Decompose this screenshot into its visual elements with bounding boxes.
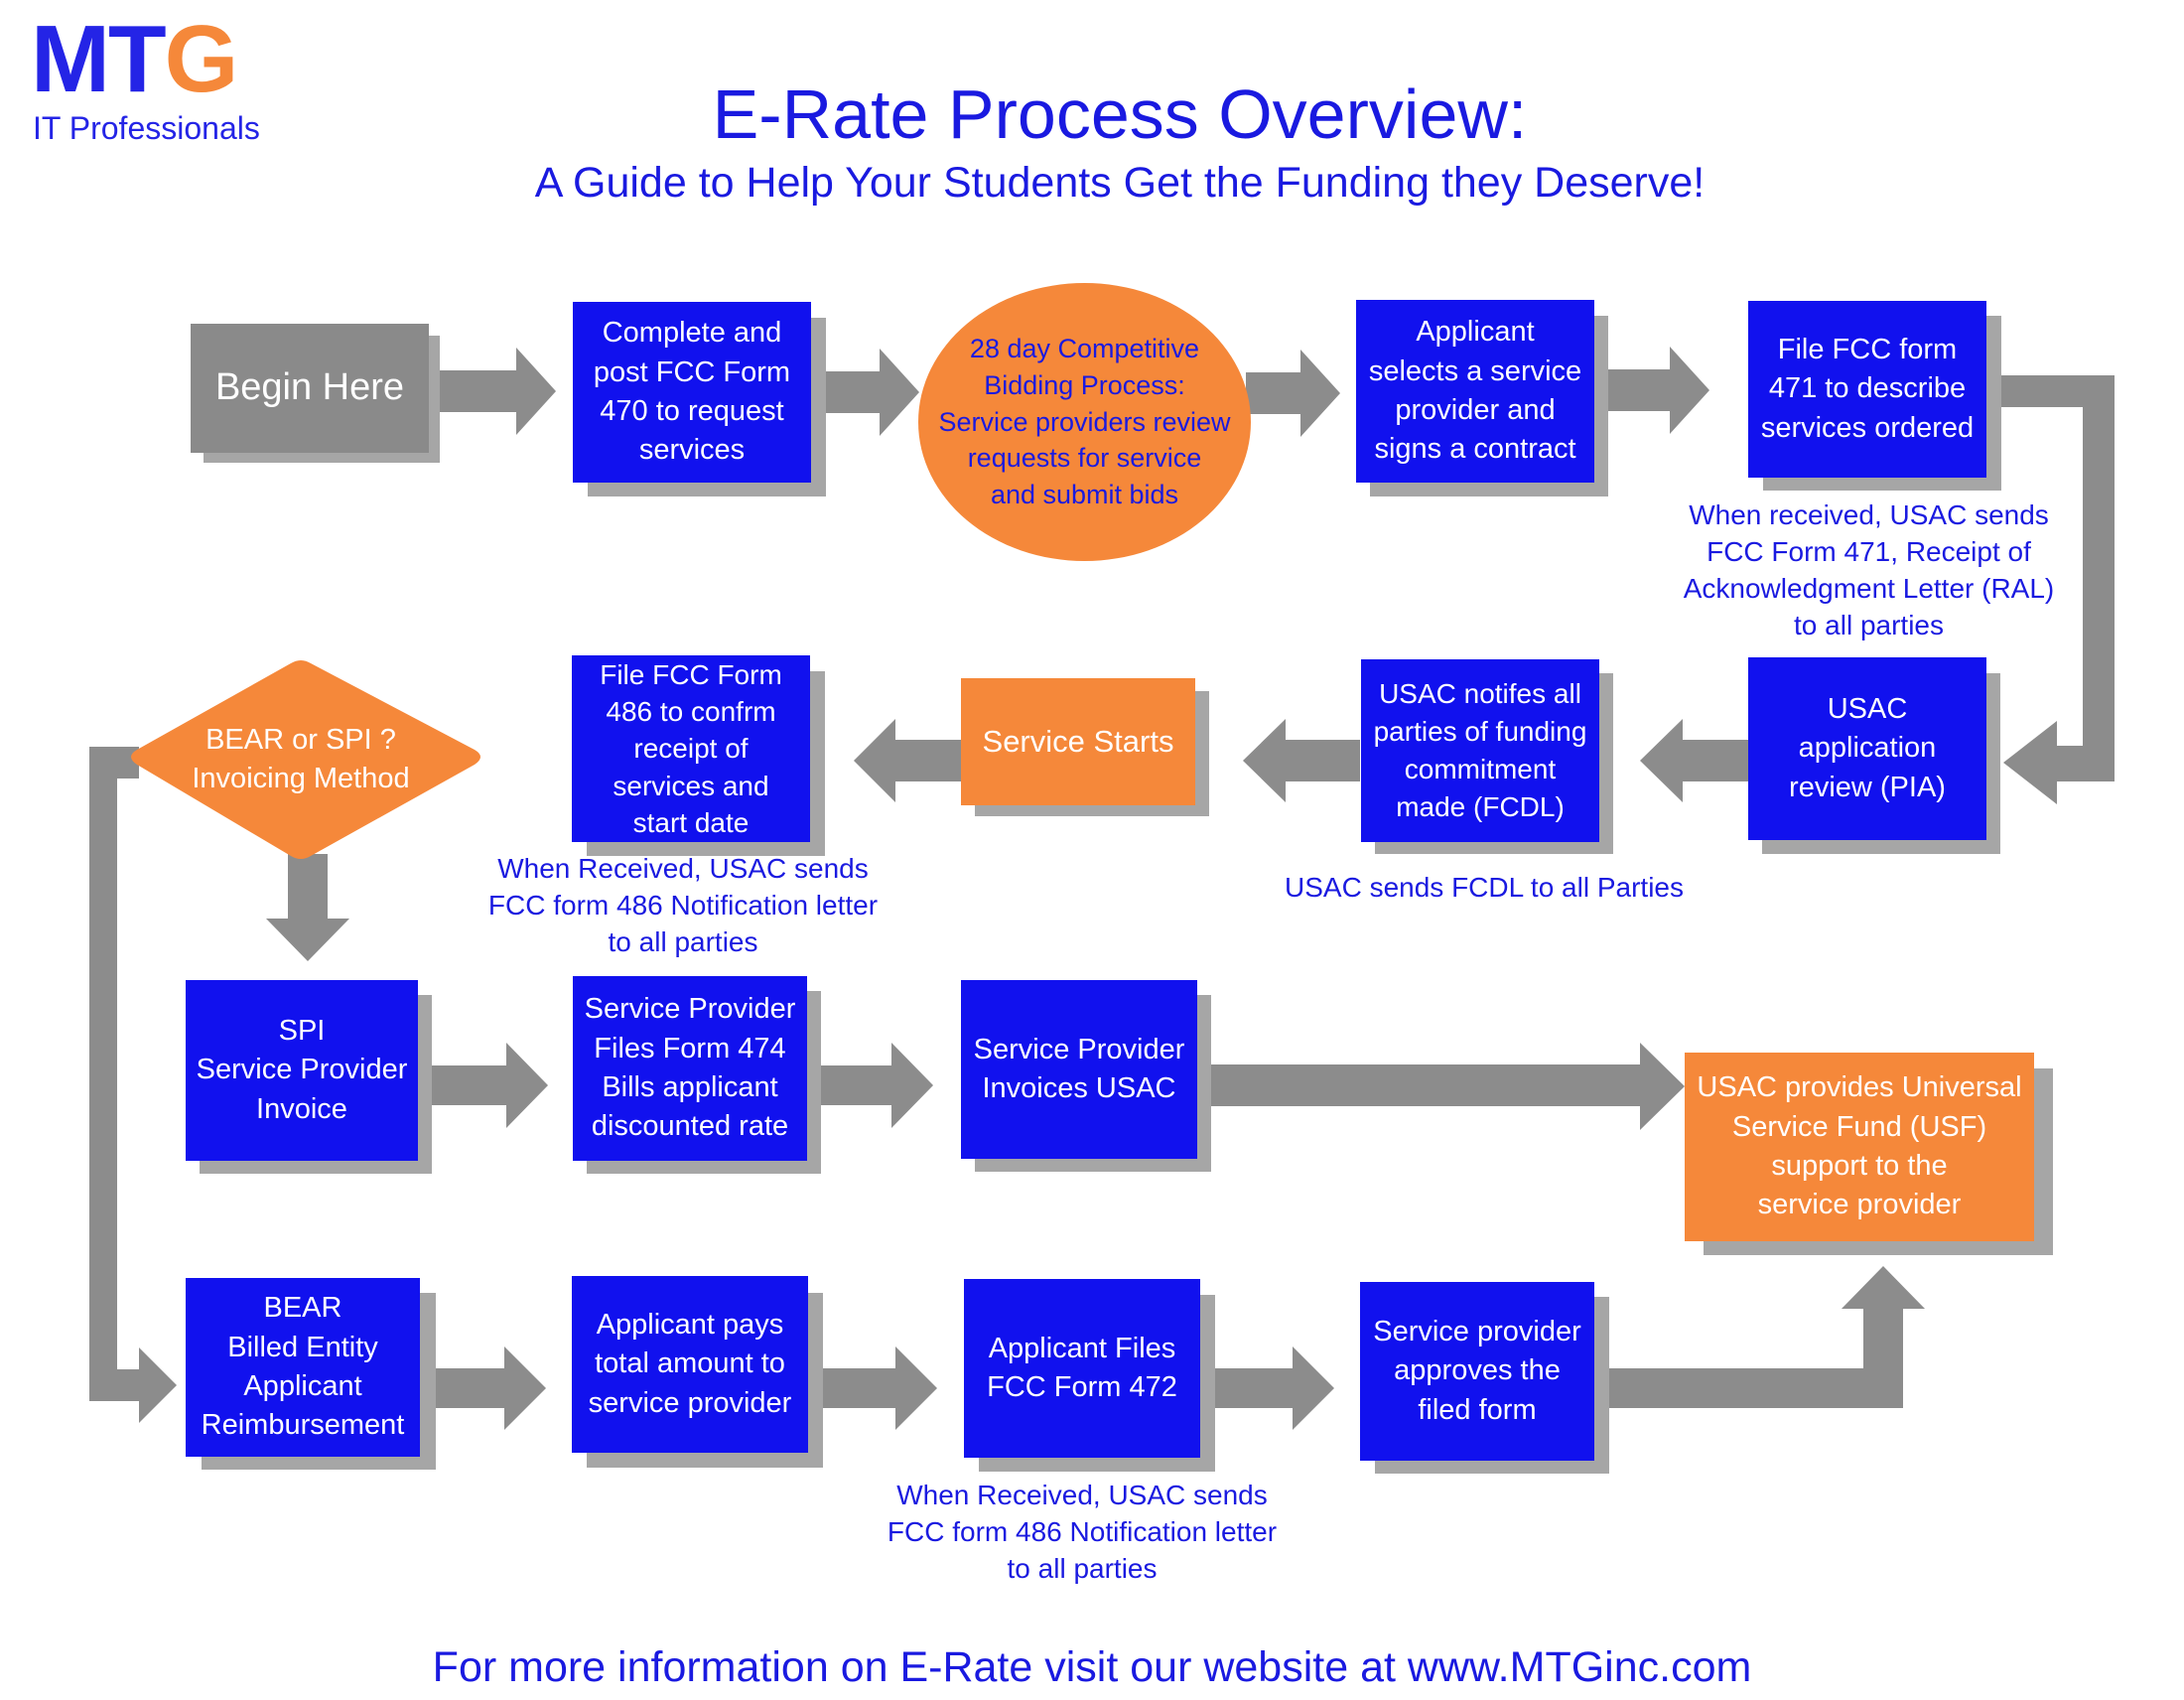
decision-diamond	[131, 660, 480, 859]
arrow-470-to-bidding	[816, 349, 919, 436]
step-spi: SPI Service Provider Invoice	[186, 980, 418, 1161]
arrow-service-starts-to-486	[854, 719, 961, 802]
footer-note: For more information on E-Rate visit our…	[432, 1643, 1752, 1691]
step-usf-support: USAC provides Universal Service Fund (US…	[1685, 1053, 2034, 1241]
step-fcdl: USAC notifes all parties of funding comm…	[1361, 659, 1599, 842]
arrow-bidding-to-select	[1246, 350, 1340, 437]
arrow-invoices-to-usf	[1203, 1043, 1685, 1130]
note-486: When Received, USAC sends FCC form 486 N…	[487, 853, 879, 957]
step-form-472: Applicant Files FCC Form 472	[964, 1279, 1200, 1458]
arrow-472-to-approves	[1203, 1346, 1334, 1430]
step-begin-here: Begin Here	[191, 324, 429, 453]
step-form-471: File FCC form 471 to describe services o…	[1748, 301, 1986, 478]
arrow-fcdl-to-service-starts	[1243, 719, 1360, 802]
logo-mark: MTG	[31, 6, 238, 112]
page-title: E-Rate Process Overview:	[712, 75, 1528, 153]
decision-label: BEAR or SPI ? Invoicing Method	[192, 723, 410, 794]
step-bear: BEAR Billed Entity Applicant Reimburseme…	[186, 1278, 420, 1457]
arrow-spi-to-474	[422, 1043, 548, 1128]
arrow-select-to-471	[1598, 347, 1709, 434]
note-fcdl-sent: USAC sends FCDL to all Parties	[1285, 872, 1684, 903]
step-provider-invoices: Service Provider Invoices USAC	[961, 980, 1197, 1159]
arrow-begin-to-470	[437, 348, 556, 435]
note-ral: When received, USAC sends FCC Form 471, …	[1683, 499, 2055, 640]
logo-tagline: IT Professionals	[33, 110, 260, 146]
step-form-486: File FCC Form 486 to confrm receipt of s…	[572, 655, 810, 842]
arrow-decision-to-spi	[266, 854, 349, 961]
arrow-bear-to-pays	[427, 1346, 546, 1430]
note-486-bear: When Received, USAC sends FCC form 486 N…	[887, 1480, 1278, 1584]
step-applicant-pays: Applicant pays total amount to service p…	[572, 1276, 808, 1453]
step-form-470: Complete and post FCC Form 470 to reques…	[573, 302, 811, 483]
step-bidding-process: 28 day Competitive Bidding Process: Serv…	[918, 283, 1251, 561]
arrow-pia-to-fcdl	[1640, 719, 1749, 802]
arrow-decision-to-bear	[89, 747, 177, 1423]
arrow-pays-to-472	[816, 1346, 937, 1430]
step-usac-pia: USAC application review (PIA)	[1748, 657, 1986, 840]
step-select-provider: Applicant selects a service provider and…	[1356, 300, 1594, 483]
arrow-474-to-invoices	[816, 1043, 933, 1128]
arrow-471-to-pia	[1985, 375, 2115, 804]
arrow-approves-to-usf	[1600, 1266, 1925, 1408]
page-subtitle: A Guide to Help Your Students Get the Fu…	[534, 159, 1706, 207]
step-form-474: Service Provider Files Form 474 Bills ap…	[573, 976, 807, 1161]
step-service-starts: Service Starts	[961, 678, 1195, 805]
step-provider-approves: Service provider approves the filed form	[1360, 1282, 1594, 1461]
